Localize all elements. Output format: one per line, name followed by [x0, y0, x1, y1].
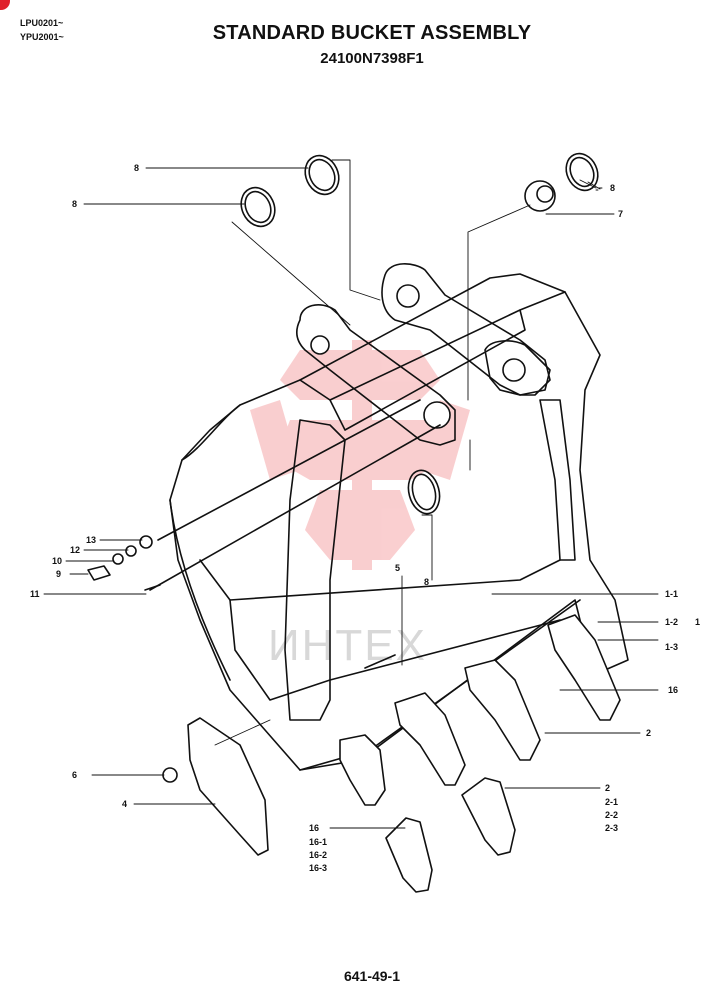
model-range-2: YPU2001~ — [20, 32, 64, 42]
callout-6: 6 — [72, 770, 77, 780]
callout-11: 11 — [30, 589, 40, 599]
page-number: 641-49-1 — [343, 968, 401, 984]
page-title: STANDARD BUCKET ASSEMBLY — [212, 22, 532, 44]
callout-7: 7 — [618, 209, 623, 219]
bushing — [524, 180, 556, 212]
callout-10: 10 — [52, 556, 62, 566]
callout-8-top: 8 — [134, 163, 139, 173]
callout-12: 12 — [70, 545, 80, 555]
callout-16-assembled: 16 — [668, 685, 678, 695]
callout-1-3: 1-3 — [665, 642, 678, 652]
hinge-bracket-left — [295, 304, 456, 446]
corner-mark — [0, 0, 10, 10]
hinge-bracket-right — [381, 263, 551, 396]
assembly-part-number: 24100N7398F1 — [320, 50, 424, 67]
callout-8-left: 8 — [72, 199, 77, 209]
bucket-teeth — [339, 614, 621, 806]
hinge-bracket-front — [484, 340, 551, 396]
loose-tooth-16 — [385, 817, 433, 893]
callout-16-1: 16-1 — [309, 837, 327, 847]
side-cutter — [187, 717, 269, 856]
callout-2-3: 2-3 — [605, 823, 618, 833]
watermark-text: ИНТЕХ — [268, 621, 427, 670]
callout-5: 5 — [395, 563, 400, 573]
callout-8-lower: 8 — [424, 577, 429, 587]
o-ring-top-2 — [240, 186, 276, 228]
callout-8-right: 8 — [610, 183, 615, 193]
watermark-logo — [250, 340, 470, 570]
callout-1-2: 1-2 — [665, 617, 678, 627]
callout-16-loose: 16 — [309, 823, 319, 833]
o-ring-top-1 — [304, 154, 340, 196]
o-ring-lower — [407, 469, 441, 515]
callout-16-3: 16-3 — [309, 863, 327, 873]
model-range-1: LPU0201~ — [20, 18, 64, 28]
callout-13: 13 — [86, 535, 96, 545]
callout-2-loose: 2 — [605, 783, 610, 793]
callout-1: 1 — [695, 617, 700, 627]
loose-tooth-2 — [461, 777, 516, 856]
o-ring-top-3 — [565, 152, 599, 192]
callout-16-2: 16-2 — [309, 850, 327, 860]
callout-2-1: 2-1 — [605, 797, 618, 807]
model-range: LPU0201~ YPU2001~ — [20, 16, 64, 44]
callout-4: 4 — [122, 799, 127, 809]
callout-1-1: 1-1 — [665, 589, 678, 599]
callout-9: 9 — [56, 569, 61, 579]
callout-2-assembled: 2 — [646, 728, 651, 738]
callout-2-2: 2-2 — [605, 810, 618, 820]
